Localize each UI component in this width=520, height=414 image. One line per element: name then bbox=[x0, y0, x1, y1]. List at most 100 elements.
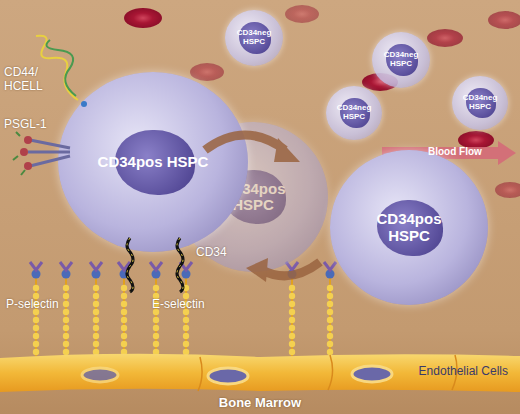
red-blood-cell bbox=[190, 63, 224, 81]
consensus-repeat bbox=[93, 301, 99, 307]
hspc-cell: CD34neg HSPC bbox=[326, 86, 382, 140]
annotation-label: CD34 bbox=[196, 246, 256, 260]
consensus-repeat bbox=[93, 341, 99, 347]
consensus-repeat bbox=[183, 341, 189, 347]
consensus-repeat bbox=[63, 349, 69, 355]
red-blood-cell bbox=[124, 8, 162, 28]
consensus-repeat bbox=[289, 309, 295, 315]
consensus-repeat bbox=[289, 341, 295, 347]
hspc-cell: CD34pos HSPC bbox=[330, 150, 488, 305]
consensus-repeat bbox=[63, 293, 69, 299]
consensus-repeat bbox=[33, 317, 39, 323]
consensus-repeat bbox=[93, 309, 99, 315]
endothelial-nucleus bbox=[208, 368, 248, 384]
consensus-repeat bbox=[183, 325, 189, 331]
consensus-repeat bbox=[63, 301, 69, 307]
cell-label: CD34neg HSPC bbox=[463, 94, 498, 112]
psgl1-glycan bbox=[24, 136, 32, 144]
consensus-repeat bbox=[63, 309, 69, 315]
consensus-repeat bbox=[121, 333, 127, 339]
band-label: Endothelial Cells bbox=[419, 365, 508, 378]
endothelial-nucleus bbox=[82, 368, 118, 382]
consensus-repeat bbox=[153, 325, 159, 331]
selectin-binding-site bbox=[118, 262, 130, 270]
endothelium-band: Endothelial Cells bbox=[0, 350, 520, 394]
consensus-repeat bbox=[327, 285, 333, 291]
annotation-label: PSGL-1 bbox=[4, 118, 64, 132]
selectin-binding-site bbox=[150, 262, 162, 270]
cell-label: CD34neg HSPC bbox=[337, 104, 372, 122]
consensus-repeat bbox=[33, 325, 39, 331]
cd44-chain bbox=[46, 40, 76, 96]
psgl1-glycan bbox=[24, 162, 32, 170]
consensus-repeat bbox=[93, 285, 99, 291]
annotation-label: Bone Marrow bbox=[190, 396, 330, 411]
cell-border bbox=[198, 355, 457, 391]
hspc-cell: CD34neg HSPC bbox=[452, 76, 508, 130]
consensus-repeat bbox=[63, 325, 69, 331]
consensus-repeat bbox=[289, 333, 295, 339]
consensus-repeat bbox=[33, 349, 39, 355]
consensus-repeat bbox=[153, 341, 159, 347]
consensus-repeat bbox=[121, 341, 127, 347]
hspc-cell: CD34neg HSPC bbox=[225, 10, 283, 66]
selectin-binding-site bbox=[180, 262, 192, 270]
endothelium bbox=[0, 354, 520, 392]
consensus-repeat bbox=[93, 317, 99, 323]
consensus-repeat bbox=[63, 285, 69, 291]
consensus-repeat bbox=[33, 341, 39, 347]
cell-label: CD34pos HSPC bbox=[360, 211, 458, 244]
selectin-binding-site bbox=[324, 262, 336, 270]
annotation-label: E-selectin bbox=[152, 298, 232, 312]
consensus-repeat bbox=[289, 301, 295, 307]
red-blood-cell bbox=[488, 11, 520, 29]
red-blood-cell bbox=[285, 5, 319, 23]
consensus-repeat bbox=[183, 333, 189, 339]
consensus-repeat bbox=[93, 293, 99, 299]
consensus-repeat bbox=[121, 309, 127, 315]
consensus-repeat bbox=[183, 317, 189, 323]
red-blood-cell bbox=[495, 182, 520, 198]
consensus-repeat bbox=[289, 285, 295, 291]
consensus-repeat bbox=[327, 293, 333, 299]
consensus-repeat bbox=[327, 325, 333, 331]
consensus-repeat bbox=[93, 325, 99, 331]
consensus-repeat bbox=[327, 341, 333, 347]
consensus-repeat bbox=[121, 325, 127, 331]
psgl1-branch bbox=[13, 132, 25, 175]
consensus-repeat bbox=[33, 285, 39, 291]
consensus-repeat bbox=[93, 333, 99, 339]
consensus-repeat bbox=[63, 317, 69, 323]
consensus-repeat bbox=[289, 325, 295, 331]
selectin-binding-site bbox=[60, 262, 72, 270]
consensus-repeat bbox=[289, 293, 295, 299]
consensus-repeat bbox=[327, 317, 333, 323]
annotation-label: Blood Flow bbox=[428, 146, 508, 158]
annotation-label: P-selectin bbox=[6, 298, 86, 312]
cell-label: CD34pos HSPC bbox=[98, 154, 209, 171]
consensus-repeat bbox=[121, 317, 127, 323]
annotation-label: CD44/ HCELL bbox=[4, 66, 54, 94]
consensus-repeat bbox=[183, 285, 189, 291]
cell-label: CD34neg HSPC bbox=[236, 29, 272, 47]
psgl1-glycan bbox=[20, 148, 28, 156]
consensus-repeat bbox=[327, 333, 333, 339]
endothelial-nucleus bbox=[352, 366, 392, 382]
consensus-repeat bbox=[289, 317, 295, 323]
selectin-binding-site bbox=[30, 262, 42, 270]
consensus-repeat bbox=[327, 349, 333, 355]
consensus-repeat bbox=[63, 341, 69, 347]
consensus-repeat bbox=[121, 285, 127, 291]
consensus-repeat bbox=[153, 317, 159, 323]
cd44-molecule bbox=[36, 36, 87, 107]
hspc-cell: CD34pos HSPC bbox=[58, 72, 248, 252]
consensus-repeat bbox=[63, 333, 69, 339]
consensus-repeat bbox=[33, 333, 39, 339]
consensus-repeat bbox=[121, 301, 127, 307]
endothelial-band bbox=[0, 354, 520, 392]
consensus-repeat bbox=[121, 293, 127, 299]
consensus-repeat bbox=[153, 285, 159, 291]
red-blood-cell bbox=[427, 29, 463, 47]
